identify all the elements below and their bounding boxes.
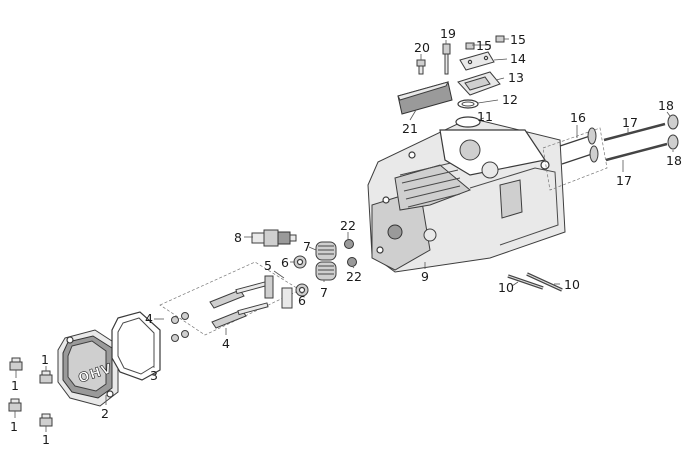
bolt-15a xyxy=(465,42,475,50)
callout-8: 8 xyxy=(234,230,242,245)
callout-14: 14 xyxy=(510,51,526,66)
callout-15-a: 15 xyxy=(476,38,492,53)
callout-11: 11 xyxy=(477,109,493,124)
callout-18-a: 18 xyxy=(658,98,674,113)
rocker-arm-assembly xyxy=(159,261,301,342)
callout-7-b: 7 xyxy=(320,285,328,300)
callout-6-a: 6 xyxy=(281,255,289,270)
o-ring-12 xyxy=(457,99,479,109)
callout-16: 16 xyxy=(570,110,586,125)
bolt-20 xyxy=(416,59,426,75)
callout-12: 12 xyxy=(502,92,518,107)
callout-2: 2 xyxy=(101,406,109,421)
bolt-1b xyxy=(39,370,53,384)
deflector-plate-21 xyxy=(397,81,453,115)
callout-1-a: 1 xyxy=(11,378,19,393)
callout-7-a: 7 xyxy=(303,239,311,254)
valve-cover-gasket xyxy=(111,311,161,381)
cylinder-head xyxy=(367,117,566,273)
pushrod-17b xyxy=(605,142,668,162)
callout-20: 20 xyxy=(414,40,430,55)
stud-bolt-10b xyxy=(526,272,563,292)
valve-seal-22b xyxy=(347,257,357,267)
callout-15-b: 15 xyxy=(510,32,526,47)
stud-bolt-10a xyxy=(507,274,544,290)
callout-21: 21 xyxy=(402,121,418,136)
valve-spring-7b xyxy=(315,261,337,281)
callout-10-a: 10 xyxy=(498,280,514,295)
callout-17-a: 17 xyxy=(622,115,638,130)
valve-pair-16 xyxy=(542,127,608,191)
callout-13: 13 xyxy=(508,70,524,85)
callout-4-a: 4 xyxy=(145,311,153,326)
callout-6-b: 6 xyxy=(298,293,306,308)
callout-17-b: 17 xyxy=(616,173,632,188)
spark-plug xyxy=(251,229,297,247)
callout-9: 9 xyxy=(421,269,429,284)
tappet-18b xyxy=(667,134,679,150)
callout-22-a: 22 xyxy=(340,218,356,233)
callout-10-b: 10 xyxy=(564,277,580,292)
valve-retainer-6b xyxy=(295,283,309,297)
valve-cover: OHV xyxy=(57,329,119,407)
bolt-1a xyxy=(9,357,23,371)
bolt-15b xyxy=(495,35,505,43)
valve-seal-22a xyxy=(344,239,354,249)
callout-18-b: 18 xyxy=(666,153,682,168)
callout-3: 3 xyxy=(150,368,158,383)
breather-cover-14 xyxy=(459,51,495,71)
callout-1-b: 1 xyxy=(41,352,49,367)
bolt-1c xyxy=(8,398,22,412)
callout-1-d: 1 xyxy=(42,432,50,447)
valve-spring-7a xyxy=(315,241,337,261)
bolt-1d xyxy=(39,413,53,427)
gasket-11 xyxy=(455,116,481,128)
bolt-19 xyxy=(442,43,451,75)
callout-4-b: 4 xyxy=(222,336,230,351)
callout-22-b: 22 xyxy=(346,269,362,284)
callout-19: 19 xyxy=(440,26,456,41)
leader-lines xyxy=(14,38,674,432)
tappet-18a xyxy=(667,114,679,130)
callout-labels: 1 1 1 1 2 3 4 4 5 6 6 7 7 8 9 10 10 11 1… xyxy=(10,26,682,447)
callout-1-c: 1 xyxy=(10,419,18,434)
callout-5: 5 xyxy=(264,258,272,273)
valve-retainer-6a xyxy=(293,255,307,269)
breather-plate-13 xyxy=(457,71,501,96)
pushrod-17a xyxy=(603,122,666,142)
